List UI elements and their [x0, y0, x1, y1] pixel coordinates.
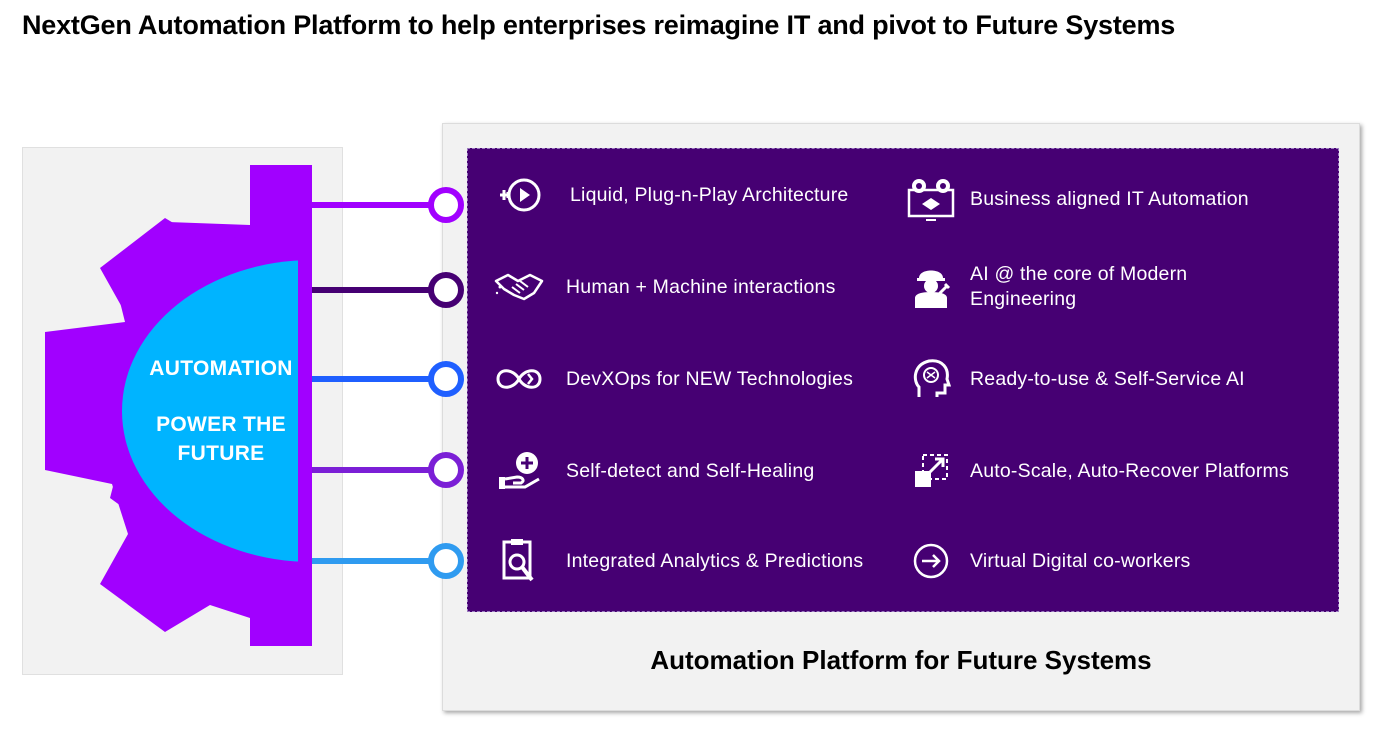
page-title: NextGen Automation Platform to help ente…: [22, 10, 1176, 40]
feature-label: Integrated Analytics & Predictions: [566, 549, 864, 572]
feature-label: Self-detect and Self-Healing: [566, 459, 815, 482]
feature-label: Virtual Digital co-workers: [970, 549, 1191, 572]
feature-self-healing: Self-detect and Self-Healing: [494, 446, 886, 496]
scale-arrow-icon: [906, 446, 956, 496]
arrow-circle-icon: [906, 536, 956, 586]
feature-analytics: Integrated Analytics & Predictions: [494, 536, 866, 586]
features-panel: [467, 148, 1339, 612]
ai-brain-icon: [906, 354, 956, 404]
feature-label: Liquid, Plug-n-Play Architecture: [570, 183, 849, 206]
gear-label-automation: AUTOMATION: [149, 357, 293, 380]
feature-digital-coworkers: Virtual Digital co-workers: [906, 536, 1310, 586]
plug-play-icon: [494, 170, 544, 220]
engineer-icon: [906, 262, 956, 312]
gears-monitor-icon: [906, 174, 956, 224]
feature-plug-play: Liquid, Plug-n-Play Architecture: [494, 170, 890, 220]
feature-label: Human + Machine interactions: [566, 275, 836, 298]
feature-label: DevXOps for NEW Technologies: [566, 367, 854, 390]
feature-business-it: Business aligned IT Automation: [906, 174, 1310, 224]
feature-ai-core: AI @ the core of Modern Engineering: [906, 262, 1270, 312]
feature-label: Auto-Scale, Auto-Recover Platforms: [970, 459, 1289, 482]
feature-label: Business aligned IT Automation: [970, 187, 1249, 210]
handshake-icon: [494, 262, 544, 312]
feature-self-service-ai: Ready-to-use & Self-Service AI: [906, 354, 1310, 404]
healing-hand-icon: [494, 446, 544, 496]
platform-title: Automation Platform for Future Systems: [650, 645, 1152, 675]
feature-label: Ready-to-use & Self-Service AI: [970, 367, 1245, 390]
infinity-icon: [494, 354, 544, 404]
feature-auto-scale: Auto-Scale, Auto-Recover Platforms: [906, 446, 1330, 496]
feature-devxops: DevXOps for NEW Technologies: [494, 354, 886, 404]
feature-human-machine: Human + Machine interactions: [494, 262, 886, 312]
analytics-report-icon: [494, 536, 544, 586]
feature-label: AI @ the core of Modern Engineering: [970, 263, 1188, 310]
gear-label-power: POWER THE: [156, 413, 286, 436]
gear-label-future: FUTURE: [177, 442, 265, 465]
